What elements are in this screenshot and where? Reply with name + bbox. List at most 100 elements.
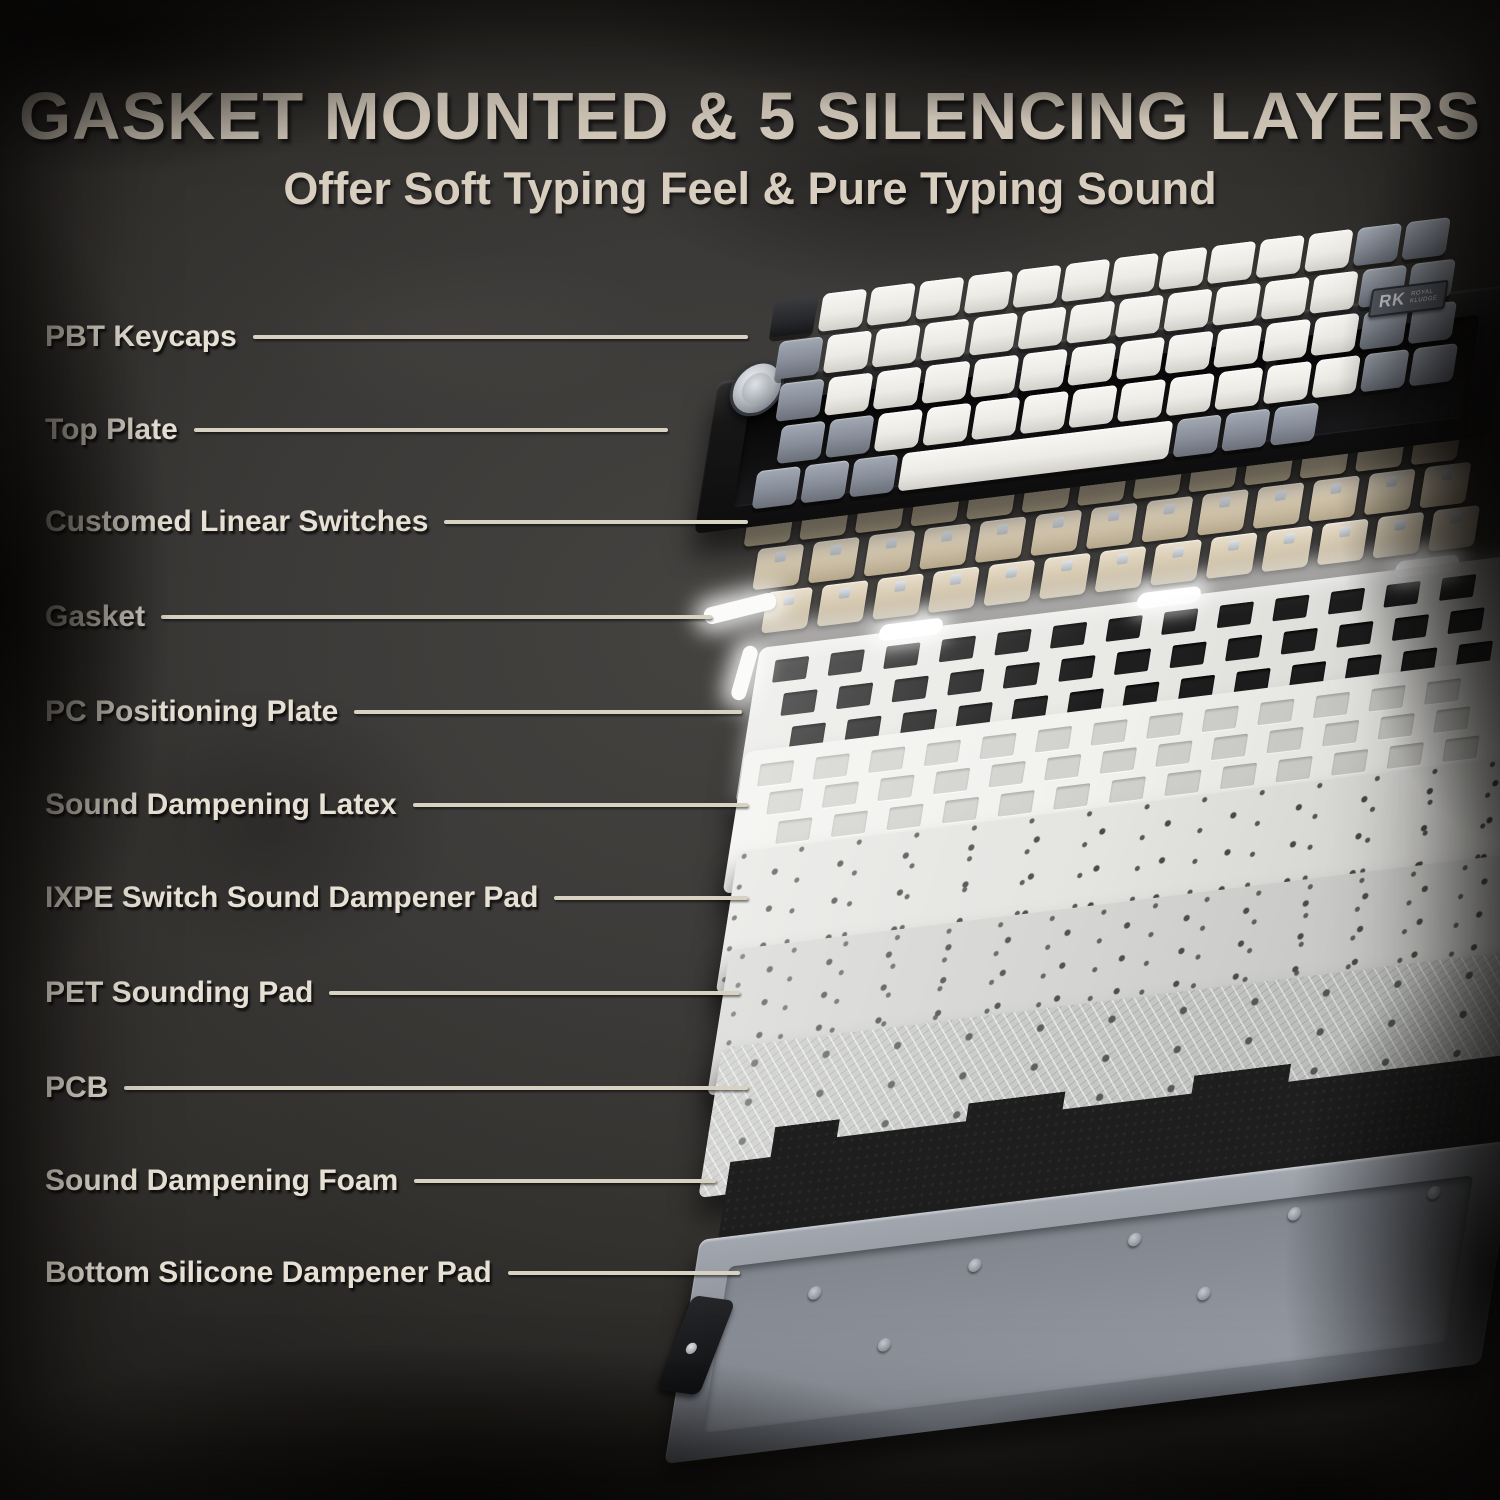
- keycap: [871, 324, 922, 368]
- callout-sound-dampening-foam: Sound Dampening Foam: [45, 1159, 716, 1203]
- header: GASKET MOUNTED & 5 SILENCING LAYERS Offe…: [0, 78, 1500, 215]
- keycap: [1066, 342, 1117, 387]
- keycap: [824, 414, 875, 459]
- keycap: [1172, 414, 1223, 458]
- layer-label: PCB: [45, 1071, 109, 1104]
- keycap: [1211, 282, 1262, 326]
- switch-stem: [1441, 468, 1454, 481]
- layer-label: Top Plate: [45, 413, 178, 446]
- layer-label: PBT Keycaps: [45, 320, 237, 353]
- linear-switch: [974, 516, 1027, 564]
- linear-switch: [1363, 468, 1416, 516]
- switch-stem: [949, 573, 963, 586]
- switch-stem: [1171, 546, 1185, 558]
- keycap: [1164, 330, 1214, 375]
- keycap: [1269, 402, 1320, 446]
- brand-lines: ROYAL KLUDGE: [1409, 288, 1438, 305]
- linear-switch: [1308, 475, 1361, 523]
- callout-line: [124, 1086, 748, 1090]
- linear-switch: [863, 530, 916, 577]
- linear-switch: [1419, 461, 1472, 509]
- keycap: [848, 454, 899, 498]
- switch-stem: [1274, 489, 1287, 502]
- keycap: [1165, 372, 1216, 417]
- keycap: [1163, 288, 1213, 332]
- callout-ixpe-pad: IXPE Switch Sound Dampener Pad: [45, 876, 748, 920]
- callout-line: [444, 520, 748, 524]
- layer-label: Sound Dampening Foam: [45, 1164, 399, 1197]
- switch-stem: [1005, 566, 1018, 579]
- keycap: [823, 372, 874, 416]
- keycap: [776, 420, 826, 465]
- switch-stem: [838, 587, 851, 599]
- linear-switch: [807, 536, 860, 584]
- callout-gasket: Gasket: [45, 595, 712, 639]
- callout-switches: Customed Linear Switches: [45, 500, 748, 544]
- keycap: [922, 402, 972, 447]
- keycap: [1158, 246, 1208, 291]
- keycap: [775, 378, 825, 422]
- callout-line: [252, 335, 748, 339]
- keycap: [1019, 390, 1070, 435]
- callout-line: [412, 803, 748, 807]
- keycap: [1115, 336, 1166, 381]
- linear-switch: [1141, 495, 1194, 543]
- keycap: [1261, 318, 1312, 363]
- brand-short: RK: [1377, 288, 1407, 312]
- keycap: [822, 330, 873, 374]
- layer-label: PET Sounding Pad: [45, 976, 314, 1009]
- switch-stem: [996, 523, 1010, 536]
- layer-label: PC Positioning Plate: [45, 695, 339, 728]
- keycap: [1408, 343, 1459, 387]
- callout-bottom-silicone-pad: Bottom Silicone Dampener Pad: [45, 1251, 740, 1295]
- switch-stem: [1052, 516, 1065, 529]
- switch-stem: [1283, 532, 1296, 545]
- page-title: GASKET MOUNTED & 5 SILENCING LAYERS: [18, 79, 1482, 154]
- layer-label: Customed Linear Switches: [45, 505, 429, 538]
- keycap: [919, 318, 970, 362]
- callout-sound-dampening-latex: Sound Dampening Latex: [45, 783, 748, 827]
- switch-stem: [885, 537, 898, 549]
- keycap: [873, 408, 924, 453]
- keycap: [817, 288, 868, 333]
- switch-stem: [940, 530, 954, 543]
- keycap: [1065, 300, 1116, 344]
- keycap: [1262, 360, 1313, 405]
- keycap: [866, 282, 916, 327]
- keycap: [1206, 240, 1257, 285]
- switch-stem: [1338, 525, 1352, 538]
- switch-stem: [1163, 503, 1176, 515]
- keycap: [914, 276, 965, 321]
- keycap: [1260, 276, 1311, 320]
- switch-stem: [1329, 482, 1343, 495]
- callout-top-plate: Top Plate: [45, 408, 668, 452]
- keycap: [872, 366, 923, 410]
- keycap: [1309, 270, 1359, 315]
- keycap: [1109, 252, 1160, 297]
- switch-stem: [829, 544, 843, 556]
- switch-stem: [1218, 496, 1232, 508]
- linear-switch: [918, 523, 972, 570]
- callout-line: [507, 1271, 740, 1275]
- keycap: [751, 466, 802, 510]
- page-subtitle: Offer Soft Typing Feel & Pure Typing Sou…: [283, 163, 1217, 214]
- linear-switch: [1196, 489, 1250, 536]
- switch-stem: [1394, 519, 1407, 531]
- switch-stem: [1449, 512, 1463, 524]
- keycap: [963, 270, 1014, 315]
- callout-pc-positioning-plate: PC Positioning Plate: [45, 690, 742, 734]
- switch-stem: [1227, 539, 1241, 552]
- linear-switch: [1030, 509, 1083, 557]
- switch-stem: [1385, 475, 1399, 488]
- keycap: [921, 360, 971, 404]
- linear-switch: [752, 543, 805, 591]
- callout-line: [354, 710, 742, 714]
- keycap: [969, 354, 1020, 399]
- keycap: [1255, 234, 1306, 279]
- switch-stem: [894, 580, 907, 593]
- keycap: [1303, 228, 1354, 273]
- keycap: [1221, 408, 1271, 452]
- linear-switch: [1252, 482, 1305, 529]
- callout-pcb: PCB: [45, 1066, 748, 1110]
